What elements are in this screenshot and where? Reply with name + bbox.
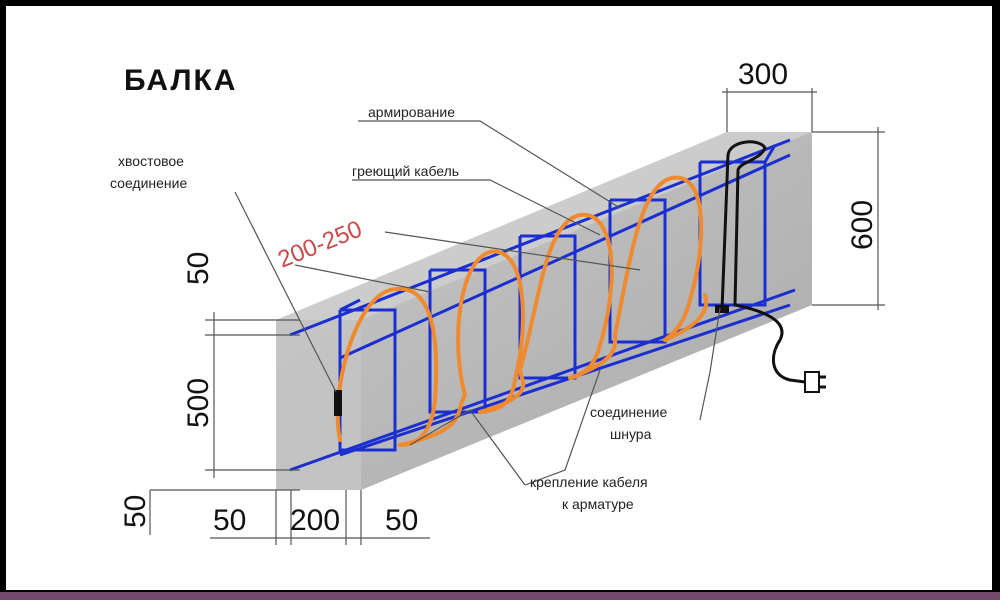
- cord-joint-marker: [715, 305, 729, 313]
- label-cord-joint-line2: шнура: [610, 426, 652, 442]
- label-tail-line1: хвостовое: [118, 153, 184, 169]
- heating-cable: [335, 175, 709, 447]
- dim-top-cover: 50: [182, 252, 215, 285]
- bottom-strip: [0, 592, 1000, 600]
- label-heating-cable: греющий кабель: [352, 163, 459, 179]
- label-spacing: 200-250: [274, 216, 366, 274]
- dim-height: 600: [846, 200, 879, 250]
- plug-icon: [804, 371, 820, 393]
- longitudinal-rebars: [289, 138, 796, 472]
- dim-top-width: 300: [738, 58, 788, 91]
- dim-core-height: 500: [182, 378, 215, 428]
- power-cord: [720, 140, 826, 393]
- label-cable-mount-line2: к арматуре: [562, 496, 634, 512]
- dimension-lines: [149, 88, 885, 545]
- dim-core-width: 200: [290, 504, 340, 537]
- dim-bottom-cover: 50: [119, 495, 152, 528]
- beam-long-face: [276, 132, 812, 490]
- label-tail-line2: соединение: [110, 175, 187, 191]
- title: БАЛКА: [124, 64, 237, 97]
- label-cable-mount-line1: крепление кабеля: [530, 474, 648, 490]
- label-reinforcement: армирование: [368, 104, 455, 120]
- dim-right-cover: 50: [385, 504, 418, 537]
- label-cord-joint-line1: соединение: [590, 404, 667, 420]
- tail-joint-marker: [334, 390, 342, 416]
- leader-lines: [234, 120, 721, 486]
- dim-left-cover: 50: [213, 504, 246, 537]
